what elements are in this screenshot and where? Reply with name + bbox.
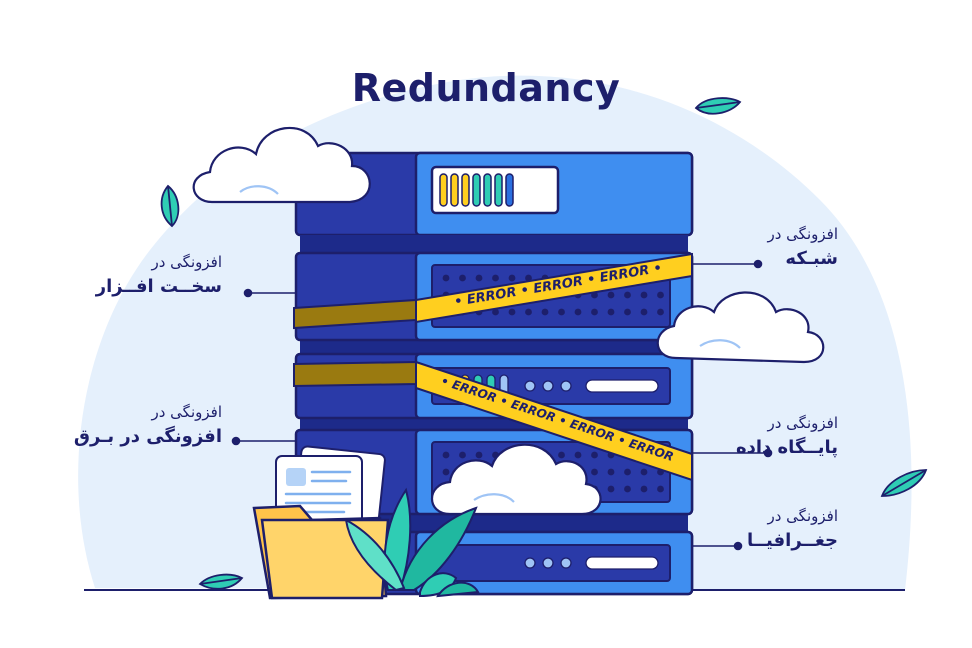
vent-hole — [541, 308, 549, 316]
vent-hole — [492, 274, 499, 282]
label-database: افزونگی در پایــگاه داده — [736, 413, 838, 461]
vent-hole — [657, 291, 664, 299]
page-title: Redundancy — [351, 66, 621, 110]
label-power-main: افزونگی در بـرق — [73, 426, 222, 447]
vent-hole — [624, 485, 631, 493]
label-hardware-sub: افزونگی در — [151, 253, 222, 271]
label-geography-sub: افزونگی در — [767, 507, 838, 525]
vent-hole — [475, 274, 483, 282]
vent-hole — [591, 451, 598, 459]
vent-hole — [475, 451, 483, 459]
vent-hole — [508, 308, 516, 316]
leaf-icon — [880, 469, 928, 497]
vent-hole — [624, 468, 631, 476]
vent-hole — [607, 485, 615, 493]
vent-hole — [624, 291, 631, 299]
connector-lines — [231, 259, 773, 551]
label-power-sub: افزونگی در — [151, 403, 222, 421]
label-geography: افزونگی در جغــرافیــا — [747, 506, 838, 554]
vent-hole — [607, 468, 615, 476]
plant-icon — [344, 487, 480, 598]
vent-hole — [640, 308, 648, 316]
vent-hole — [459, 451, 466, 459]
vent-hole — [591, 468, 598, 476]
leaf-icon — [198, 573, 244, 590]
vent-hole — [607, 308, 615, 316]
vent-hole — [525, 274, 532, 282]
vent-hole — [607, 291, 615, 299]
vent-hole — [591, 308, 598, 316]
vent-hole — [574, 308, 582, 316]
label-hardware: افزونگی در سخــت افــزار — [96, 252, 222, 300]
vent-hole — [558, 308, 565, 316]
leaf-icon — [160, 184, 180, 228]
label-network: افزونگی در شبـکه — [767, 224, 838, 272]
label-power: افزونگی در افزونگی در بـرق — [74, 402, 222, 450]
vent-hole — [492, 308, 499, 316]
vent-hole — [508, 274, 516, 282]
label-database-main: پایــگاه داده — [736, 437, 838, 458]
vent-hole — [525, 308, 532, 316]
vent-hole — [442, 468, 450, 476]
vent-hole — [574, 451, 582, 459]
label-geography-main: جغــرافیــا — [746, 530, 838, 551]
vent-hole — [459, 274, 466, 282]
label-network-main: شبـکه — [785, 248, 838, 269]
label-network-sub: افزونگی در — [767, 225, 838, 243]
vent-hole — [624, 308, 631, 316]
vent-hole — [640, 485, 648, 493]
vent-hole — [640, 468, 648, 476]
label-hardware-main: سخــت افــزار — [95, 276, 222, 297]
vent-hole — [657, 308, 664, 316]
vent-hole — [558, 451, 565, 459]
leaf-icon — [694, 97, 742, 115]
vent-hole — [657, 485, 664, 493]
label-database-sub: افزونگی در — [767, 414, 838, 432]
vent-hole — [442, 451, 450, 459]
cloud-icon — [656, 291, 825, 364]
cloud-icon — [431, 443, 602, 516]
vent-hole — [640, 291, 648, 299]
cloud-icon — [192, 126, 371, 204]
vent-hole — [442, 274, 450, 282]
